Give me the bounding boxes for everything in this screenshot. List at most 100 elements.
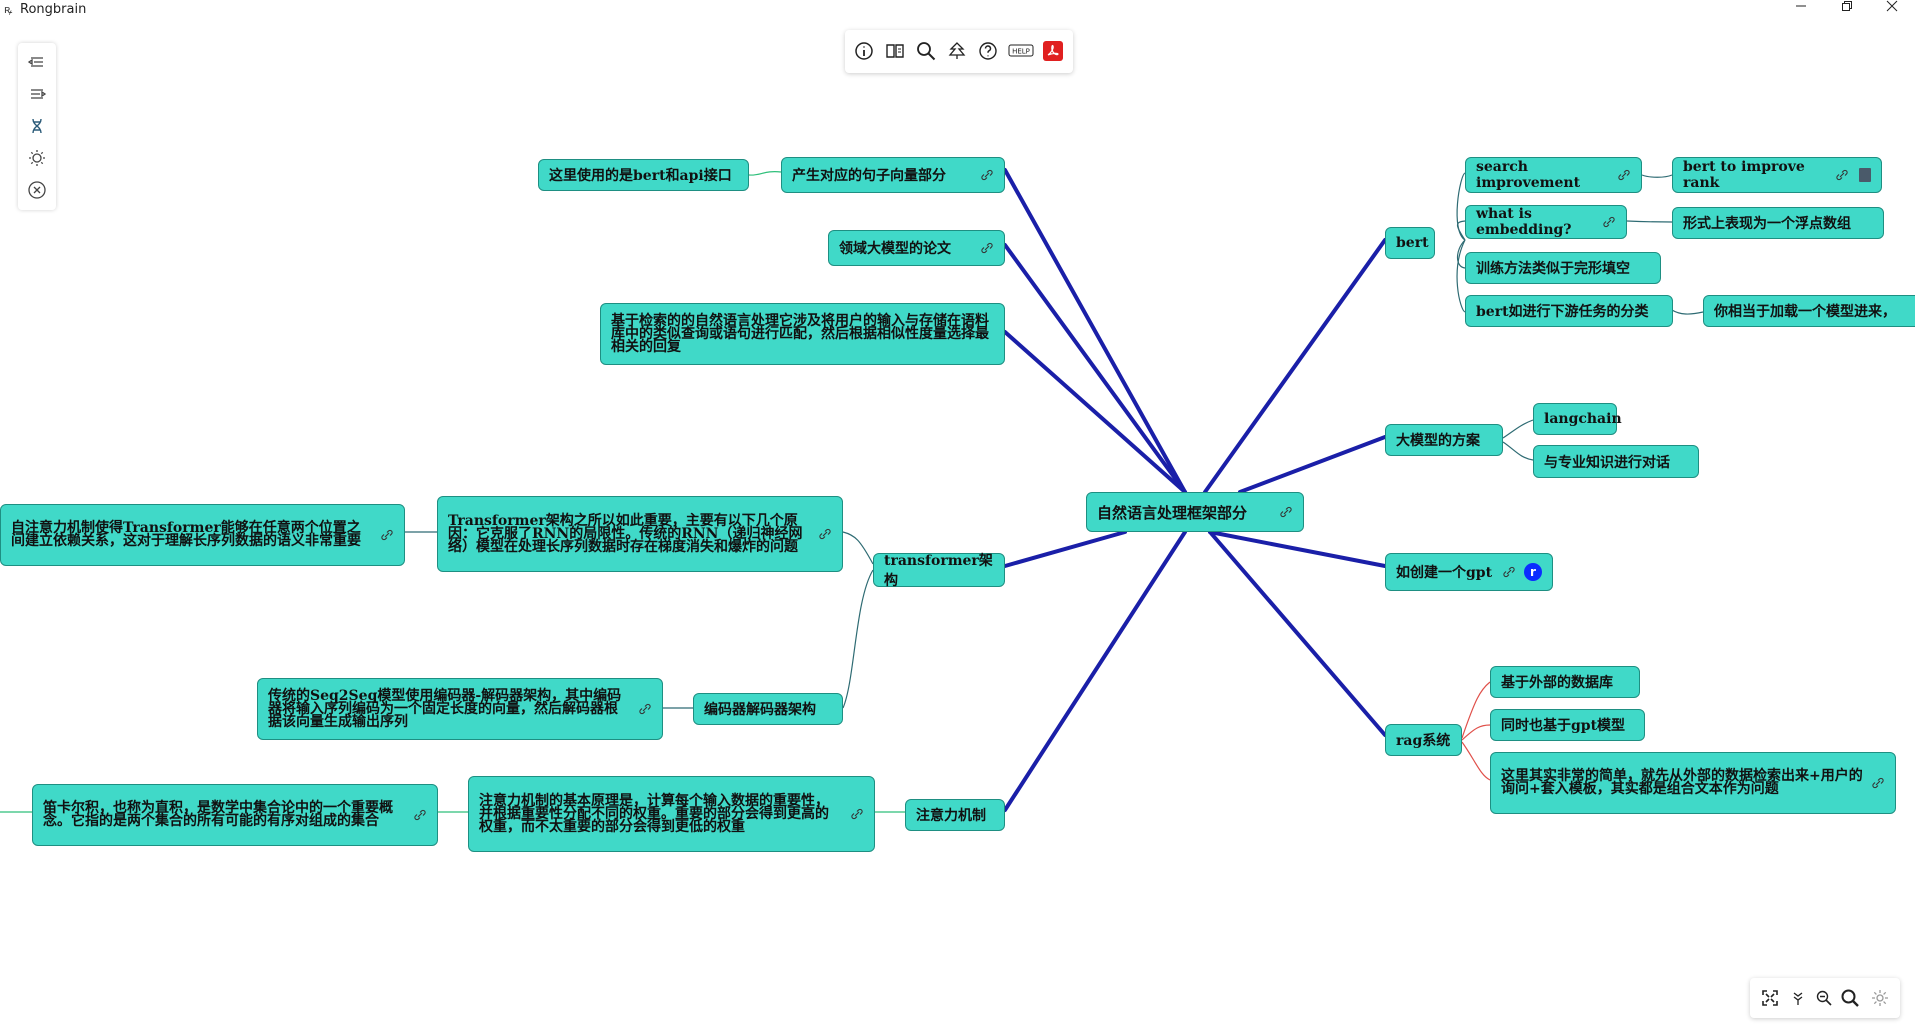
node-llm-plan[interactable]: 大模型的方案 <box>1385 424 1503 456</box>
node-create-gpt[interactable]: 如创建一个gpt r <box>1385 553 1553 591</box>
node-paper[interactable]: 领域大模型的论文 <box>828 230 1005 266</box>
collapse-icon <box>1793 992 1803 1005</box>
bottom-toolbar <box>1750 978 1900 1018</box>
node-transformer[interactable]: transformer架构 <box>873 553 1005 589</box>
book-icon <box>886 44 904 58</box>
settings-icon <box>1872 990 1888 1006</box>
svg-text:HELP: HELP <box>1012 48 1030 56</box>
minimize-button[interactable] <box>1779 0 1823 20</box>
node-training-method[interactable]: 训练方法类似于完形填空 <box>1465 252 1661 284</box>
node-encoder-decoder[interactable]: 编码器解码器架构 <box>693 693 843 725</box>
zoom-out-button[interactable] <box>1814 988 1834 1008</box>
node-sentence-vector[interactable]: 产生对应的句子向量部分 <box>781 157 1005 193</box>
node-gpt-model[interactable]: 同时也基于gpt模型 <box>1490 709 1645 741</box>
node-label: bert <box>1396 235 1429 251</box>
link-icon <box>639 703 651 715</box>
align-right-icon <box>31 89 47 99</box>
edge-search-rank <box>1641 174 1673 178</box>
node-downstream-task[interactable]: bert如进行下游任务的分类 <box>1465 295 1673 327</box>
close-panel-button[interactable] <box>27 180 47 200</box>
node-label: what is embedding? <box>1476 206 1572 238</box>
node-cartesian[interactable]: 笛卡尔积，也称为直积，是数学中集合论中的一个重要概念。它指的是两个集合的所有可能… <box>32 784 438 846</box>
node-external-db[interactable]: 基于外部的数据库 <box>1490 666 1640 698</box>
node-retrieval[interactable]: 基于检索的的自然语言处理它涉及将用户的输入与存储在语料库中的类似查询或语句进行匹… <box>600 303 1005 365</box>
search-button[interactable] <box>915 40 937 62</box>
zoom-in-button[interactable] <box>1840 988 1860 1008</box>
dna-button[interactable] <box>27 116 47 136</box>
link-icon <box>381 529 393 541</box>
edge-rag-extdb <box>1461 681 1491 739</box>
node-attention-principle[interactable]: 注意力机制的基本原理是，计算每个输入数据的重要性，并根据重要性分配不同的权重。重… <box>468 776 875 852</box>
node-dialogue[interactable]: 与专业知识进行对话 <box>1533 445 1699 478</box>
align-left-icon <box>27 57 43 67</box>
link-icon <box>414 809 426 821</box>
edge-bert-train <box>1456 239 1466 269</box>
pdf-button[interactable] <box>1042 40 1064 62</box>
node-rag-system[interactable]: rag系统 <box>1385 724 1462 756</box>
edge-root-bert <box>1203 238 1387 494</box>
link-icon <box>1618 169 1630 181</box>
node-seq2seq[interactable]: 传统的Seq2Seq模型使用编码器-解码器架构，其中编码器将输入序列编码为一个固… <box>257 678 663 740</box>
fit-screen-button[interactable] <box>1760 988 1780 1008</box>
close-icon <box>1886 0 1898 12</box>
node-rag-description[interactable]: 这里其实非常的简单，就先从外部的数据检索出来+用户的询问+套入模板，其实都是组合… <box>1490 752 1896 814</box>
node-label: 与专业知识进行对话 <box>1544 454 1670 471</box>
node-what-is-embedding[interactable]: what is embedding? <box>1465 205 1627 239</box>
left-toolbar <box>18 43 56 210</box>
node-bert[interactable]: bert <box>1385 227 1435 259</box>
info-icon <box>855 42 873 60</box>
node-load-model[interactable]: 你相当于加载一个模型进来， <box>1703 295 1915 327</box>
rongbrain-logo-icon: ꝶ <box>4 3 13 16</box>
edge-bert-embedding <box>1456 220 1466 241</box>
node-label: 大模型的方案 <box>1396 433 1480 449</box>
top-toolbar: HELP <box>845 30 1073 73</box>
theme-button[interactable] <box>27 148 47 168</box>
dna-icon <box>32 118 42 134</box>
node-label: 笛卡尔积，也称为直积，是数学中集合论中的一个重要概念。它指的是两个集合的所有可能… <box>43 800 393 829</box>
edge-bert-search <box>1456 172 1466 241</box>
info-button[interactable] <box>853 40 875 62</box>
link-icon <box>1872 777 1884 789</box>
edge-llm-langchain <box>1502 419 1534 439</box>
node-transformer-why[interactable]: Transformer架构之所以如此重要，主要有以下几个原因：它克服了RNN的局… <box>437 496 843 572</box>
node-attention[interactable]: 注意力机制 <box>905 799 1005 831</box>
close-button[interactable] <box>1870 0 1914 20</box>
fit-screen-icon <box>1762 990 1778 1006</box>
book-button[interactable] <box>884 40 906 62</box>
collapse-button[interactable] <box>1788 988 1808 1008</box>
node-langchain[interactable]: langchain <box>1533 403 1622 435</box>
link-icon <box>1503 566 1515 578</box>
align-left-button[interactable] <box>27 52 47 72</box>
tree-button[interactable] <box>946 40 968 62</box>
zoom-out-icon <box>1816 990 1832 1006</box>
edge-root-sentence-vec <box>1003 168 1187 494</box>
link-icon <box>981 242 993 254</box>
node-float-array[interactable]: 形式上表现为一个浮点数组 <box>1672 207 1884 239</box>
node-bert-api[interactable]: 这里使用的是bert和api接口 <box>538 159 749 191</box>
restore-icon <box>1842 1 1852 11</box>
help-button[interactable] <box>977 40 999 62</box>
edge-rag-desc <box>1461 741 1491 781</box>
help-text-button[interactable]: HELP <box>1008 40 1034 62</box>
minimize-icon <box>1796 5 1806 7</box>
node-label: Transformer架构之所以如此重要，主要有以下几个原因：它克服了RNN的局… <box>448 512 803 555</box>
node-self-attention[interactable]: 自注意力机制使得Transformer能够在任意两个位置之间建立依赖关系，这对于… <box>0 504 405 566</box>
restore-button[interactable] <box>1825 0 1869 20</box>
settings-button[interactable] <box>1870 988 1890 1008</box>
node-label: langchain <box>1544 411 1622 427</box>
title-bar: ꝶ Rongbrain <box>0 0 1915 20</box>
r-badge-icon[interactable]: r <box>1524 563 1542 581</box>
root-node[interactable]: 自然语言处理框架部分 <box>1086 492 1304 532</box>
zoom-in-icon <box>1841 989 1859 1007</box>
align-right-button[interactable] <box>27 84 47 104</box>
edge-root-retrieval <box>1003 330 1187 494</box>
node-label: search improvement <box>1476 159 1581 191</box>
link-icon <box>1836 169 1848 181</box>
node-bert-improve-rank[interactable]: bert to improve rank <box>1672 157 1882 193</box>
node-label: 这里使用的是bert和api接口 <box>549 168 732 184</box>
help-icon <box>979 42 997 60</box>
tree-icon <box>948 42 966 59</box>
link-icon <box>981 169 993 181</box>
node-search-improvement[interactable]: search improvement <box>1465 157 1642 193</box>
